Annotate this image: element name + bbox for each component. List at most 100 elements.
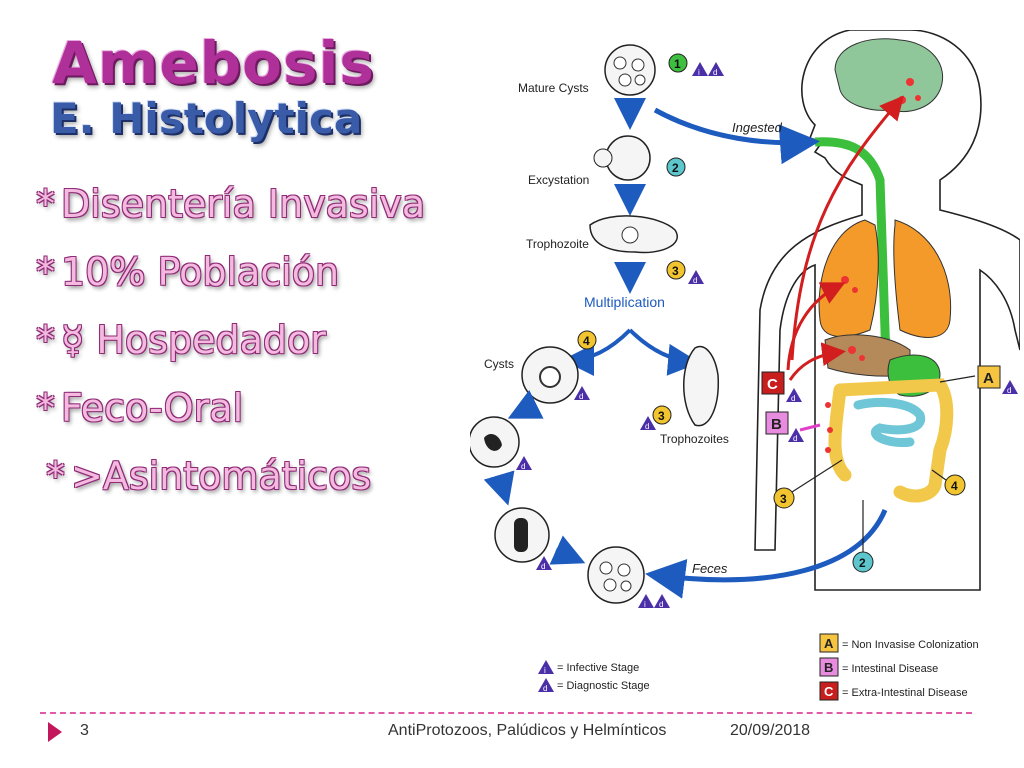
diagnostic-triangle-icon xyxy=(538,678,554,692)
svg-text:4: 4 xyxy=(583,334,590,348)
bullet-text: Disentería Invasiva xyxy=(61,182,426,226)
ingested-label: Ingested xyxy=(732,120,783,135)
svg-text:1: 1 xyxy=(674,57,681,71)
step-3-marker xyxy=(652,405,672,425)
marker-b xyxy=(765,411,789,435)
bullet-text: 10% Población xyxy=(61,250,340,294)
step-3-marker xyxy=(666,260,686,280)
bullet-item: *10% Población xyxy=(36,238,425,306)
life-cycle-diagram: Ingested Feces Mature Cysts 1 i d Excyst… xyxy=(470,30,1020,701)
excystation-illustration xyxy=(605,135,651,181)
brain xyxy=(834,38,944,113)
mature-cysts-label: Mature Cysts xyxy=(518,81,589,95)
step-1-marker xyxy=(668,53,688,73)
svg-text:d: d xyxy=(579,392,583,401)
intestine-lesion xyxy=(825,447,831,453)
diagnostic-triangle-icon xyxy=(786,388,802,402)
svg-text:d: d xyxy=(645,422,649,431)
infective-triangle-icon xyxy=(692,62,708,76)
footer-arrow-icon xyxy=(48,722,62,742)
bullet-item: *☿ Hospedador xyxy=(36,306,425,374)
feces-label: Feces xyxy=(692,561,728,576)
bullet-star: * xyxy=(36,386,55,430)
trophozoites-illustration xyxy=(683,345,719,427)
diagnostic-triangle-icon xyxy=(574,386,590,400)
diagnostic-triangle-icon xyxy=(536,556,552,570)
svg-text:d: d xyxy=(713,68,717,77)
bullet-text: >Asintomáticos xyxy=(71,454,372,498)
intestine-lesion xyxy=(825,402,831,408)
svg-text:i: i xyxy=(698,68,700,77)
red-arrow-lung xyxy=(786,282,846,371)
bullet-text: Feco-Oral xyxy=(61,386,244,430)
diagnostic-triangle-icon xyxy=(654,594,670,608)
diagnostic-triangle-icon xyxy=(688,270,704,284)
cycle-arrow xyxy=(628,328,700,376)
footer-divider xyxy=(40,712,972,714)
svg-text:3: 3 xyxy=(672,264,679,278)
diagnostic-triangle-icon xyxy=(708,62,724,76)
large-intestine xyxy=(828,378,954,503)
svg-text:d: d xyxy=(1007,386,1011,395)
svg-text:4: 4 xyxy=(951,479,958,493)
svg-text:A: A xyxy=(824,636,834,651)
bullet-item: *Feco-Oral xyxy=(36,374,425,442)
diagnostic-triangle-icon xyxy=(516,456,532,470)
infective-triangle-icon xyxy=(638,594,654,608)
stage-legend: i = Infective Stage d = Diagnostic Stage xyxy=(538,660,650,693)
body-step-4-marker xyxy=(944,474,966,496)
cycle-arrow xyxy=(549,535,586,565)
cysts-label: Cysts xyxy=(484,357,514,371)
multiplication-label: Multiplication xyxy=(584,294,665,310)
svg-text:2: 2 xyxy=(859,556,866,570)
excystation-label: Excystation xyxy=(528,173,589,187)
step-4-marker xyxy=(577,330,597,350)
svg-text:C: C xyxy=(767,376,778,393)
infective-triangle-icon xyxy=(538,660,554,674)
svg-text:2: 2 xyxy=(672,161,679,175)
svg-text:d: d xyxy=(521,462,525,471)
lung-lesion xyxy=(841,276,849,284)
diagnostic-triangle-icon xyxy=(640,416,656,430)
legend-b: = Intestinal Disease xyxy=(842,663,938,675)
cycle-arrow xyxy=(483,470,515,506)
red-arrow-brain xyxy=(790,95,904,361)
svg-text:d: d xyxy=(793,434,797,443)
svg-text:A: A xyxy=(983,370,994,387)
b-pointer xyxy=(799,423,821,432)
slide-title: Amebosis xyxy=(52,29,375,97)
svg-text:3: 3 xyxy=(658,409,665,423)
svg-text:C: C xyxy=(824,684,834,699)
bullet-star: * xyxy=(36,318,55,362)
footer-title: AntiProtozoos, Palúdicos y Helmínticos xyxy=(388,722,667,739)
bullet-list: *Disentería Invasiva *10% Población *☿ H… xyxy=(36,170,425,510)
svg-text:d: d xyxy=(693,276,697,285)
mature-cyst-illustration xyxy=(587,546,645,604)
svg-text:i: i xyxy=(544,666,546,675)
svg-text:d: d xyxy=(541,562,545,571)
cycle-arrow xyxy=(562,328,632,376)
right-lung xyxy=(893,219,952,338)
liver-lesion xyxy=(848,346,856,354)
diagnostic-triangle-icon xyxy=(788,428,804,442)
trophozoite-label: Trophozoite xyxy=(526,237,589,251)
intestine-lesion xyxy=(827,427,833,433)
small-intestine xyxy=(853,397,926,448)
marker-a xyxy=(977,365,1001,389)
slide-number: 3 xyxy=(80,722,89,739)
cycle-arrow xyxy=(507,389,544,419)
legend-c: = Extra-Intestinal Disease xyxy=(842,687,968,699)
legend-a: = Non Invasise Colonization xyxy=(842,639,979,651)
diagnostic-triangle-icon xyxy=(1002,380,1018,394)
bullet-star: * xyxy=(36,250,55,294)
svg-text:B: B xyxy=(824,660,833,675)
trophozoites-label: Trophozoites xyxy=(660,432,729,446)
svg-text:d: d xyxy=(791,394,795,403)
lung-lesion xyxy=(852,287,858,293)
feces-arrow xyxy=(645,509,888,599)
mature-cyst-illustration xyxy=(604,44,656,96)
marker-c xyxy=(761,371,785,395)
ingested-arrow xyxy=(653,107,820,165)
bullet-item: *Disentería Invasiva xyxy=(36,170,425,238)
footer-date: 20/09/2018 xyxy=(730,722,811,739)
